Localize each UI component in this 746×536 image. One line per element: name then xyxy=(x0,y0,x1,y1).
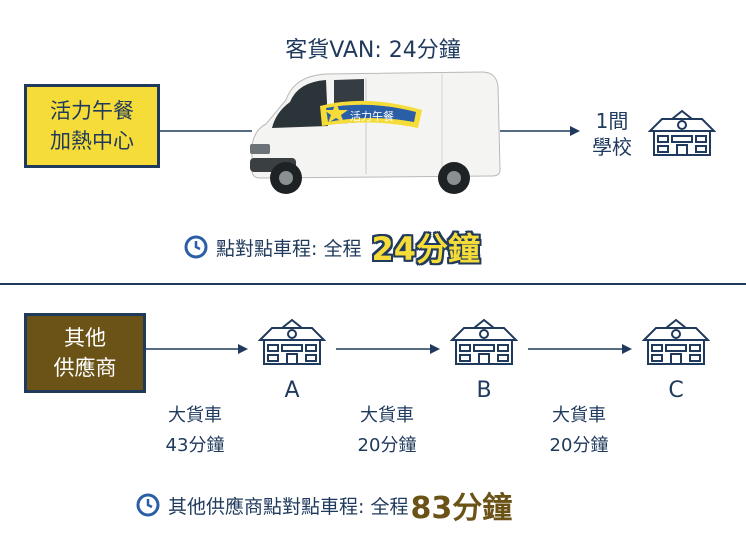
van-summary-label: 點對點車程: 全程 xyxy=(216,237,362,260)
leg-time: 20分鐘 xyxy=(549,435,609,456)
school-icon xyxy=(450,318,518,365)
other-supplier-box: 其他 供應商 xyxy=(24,313,146,393)
clock-icon xyxy=(184,235,208,259)
arrow-icon xyxy=(238,344,248,354)
leg-b: 大貨車 20分鐘 xyxy=(342,401,432,461)
box-line-2: 供應商 xyxy=(53,356,117,380)
leg-vehicle: 大貨車 xyxy=(168,405,222,426)
van-title: 客貨VAN: 24分鐘 xyxy=(285,38,461,63)
supplier-summary-label: 其他供應商點對點車程: 全程 xyxy=(168,495,409,518)
stop-label-b: B xyxy=(476,378,492,403)
box-line-1: 活力午餐 xyxy=(50,99,134,123)
leg-a: 大貨車 43分鐘 xyxy=(150,401,240,461)
leg-time: 20分鐘 xyxy=(357,435,417,456)
leg-vehicle: 大貨車 xyxy=(552,405,606,426)
van-summary: 點對點車程: 全程 24分鐘 xyxy=(184,228,480,268)
clock-icon xyxy=(136,493,160,517)
school-icon xyxy=(648,109,716,156)
stop-label-c: C xyxy=(668,378,684,403)
stop-label-a: A xyxy=(284,378,300,403)
leg-vehicle: 大貨車 xyxy=(360,405,414,426)
van-summary-value: 24分鐘 xyxy=(371,230,480,268)
lunch-heating-center-box: 活力午餐 加熱中心 xyxy=(24,84,160,168)
van-logo-text: 活力午餐 xyxy=(350,109,394,123)
school-count-line-1: 1間 xyxy=(595,109,629,133)
supplier-summary-value: 83分鐘 xyxy=(410,491,513,526)
school-icon xyxy=(642,318,710,365)
star-icon xyxy=(324,102,348,123)
leg-time: 43分鐘 xyxy=(165,435,225,456)
school-icon xyxy=(258,318,326,365)
school-count-line-2: 學校 xyxy=(592,135,632,159)
arrow-icon xyxy=(430,344,440,354)
school-count: 1間 學校 xyxy=(582,108,642,160)
van-image: 活力午餐 xyxy=(250,71,501,194)
box-line-1: 其他 xyxy=(64,326,106,350)
supplier-summary: 其他供應商點對點車程: 全程 83分鐘 xyxy=(136,486,513,526)
arrow-icon xyxy=(570,126,580,136)
leg-c: 大貨車 20分鐘 xyxy=(534,401,624,461)
arrow-icon xyxy=(622,344,632,354)
section-divider xyxy=(0,283,746,285)
box-line-2: 加熱中心 xyxy=(50,129,134,153)
